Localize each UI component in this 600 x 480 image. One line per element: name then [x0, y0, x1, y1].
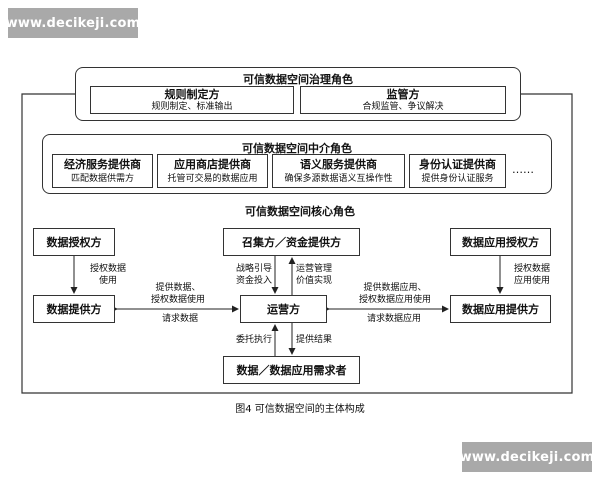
economic-service-provider-title: 经济服务提供商 [64, 158, 141, 171]
semantic-service-provider-desc: 确保多源数据语义互操作性 [284, 174, 393, 184]
label-ops-management: 运营管理价值实现 [296, 264, 333, 286]
governance-title: 可信数据空间治理角色 [243, 73, 353, 86]
semantic-service-provider-box: 语义服务提供商 确保多源数据语义互操作性 [272, 154, 405, 188]
semantic-service-provider-title: 语义服务提供商 [300, 158, 377, 171]
demander-box: 数据／数据应用需求者 [223, 356, 360, 384]
figure-caption: 图4 可信数据空间的主体构成 [235, 404, 365, 415]
rule-maker-box: 规则制定方 规则制定、标准输出 [90, 86, 294, 114]
identity-provider-box: 身份认证提供商 提供身份认证服务 [409, 154, 506, 188]
supervisor-box: 监管方 合规监管、争议解决 [300, 86, 506, 114]
rule-maker-desc: 规则制定、标准输出 [151, 102, 233, 112]
watermark-top: www.decikeji.com [6, 8, 140, 38]
label-provide-result: 提供结果 [296, 335, 333, 345]
intermediary-group: 可信数据空间中介角色 [42, 134, 552, 194]
label-provide-data: 提供数据、授权数据使用 [150, 283, 205, 305]
economic-service-provider-desc: 匹配数据供需方 [70, 174, 134, 184]
label-authorize-app-use: 授权数据应用使用 [513, 264, 550, 286]
app-store-provider-box: 应用商店提供商 托管可交易的数据应用 [157, 154, 268, 188]
identity-provider-title: 身份认证提供商 [419, 158, 496, 171]
data-app-authorizer-box: 数据应用授权方 [450, 228, 551, 256]
label-request-data: 请求数据 [161, 314, 198, 324]
core-title: 可信数据空间核心角色 [245, 205, 355, 218]
rule-maker-title: 规则制定方 [164, 88, 220, 101]
label-provide-data-app: 提供数据应用、授权数据应用使用 [358, 283, 431, 305]
label-authorize-data-use: 授权数据使用 [89, 264, 126, 286]
operator-box: 运营方 [240, 295, 327, 323]
watermark-bottom: www.decikeji.com [460, 442, 594, 472]
intermediary-title: 可信数据空间中介角色 [242, 142, 352, 155]
core-frame [21, 93, 573, 394]
app-store-provider-title: 应用商店提供商 [174, 158, 251, 171]
governance-group: 可信数据空间治理角色 [75, 67, 521, 121]
label-request-data-app: 请求数据应用 [366, 314, 421, 324]
label-strategy-funding: 战略引导资金投入 [235, 264, 272, 286]
more-ellipsis: …… [512, 163, 534, 176]
supervisor-desc: 合规监管、争议解决 [362, 102, 444, 112]
data-app-provider-box: 数据应用提供方 [450, 295, 551, 323]
data-authorizer-box: 数据授权方 [33, 228, 115, 256]
supervisor-title: 监管方 [386, 88, 420, 101]
identity-provider-desc: 提供身份认证服务 [421, 174, 494, 184]
data-provider-box: 数据提供方 [33, 295, 115, 323]
economic-service-provider-box: 经济服务提供商 匹配数据供需方 [52, 154, 153, 188]
app-store-provider-desc: 托管可交易的数据应用 [167, 174, 258, 184]
funder-box: 召集方／资金提供方 [223, 228, 360, 256]
label-entrust: 委托执行 [235, 335, 272, 345]
